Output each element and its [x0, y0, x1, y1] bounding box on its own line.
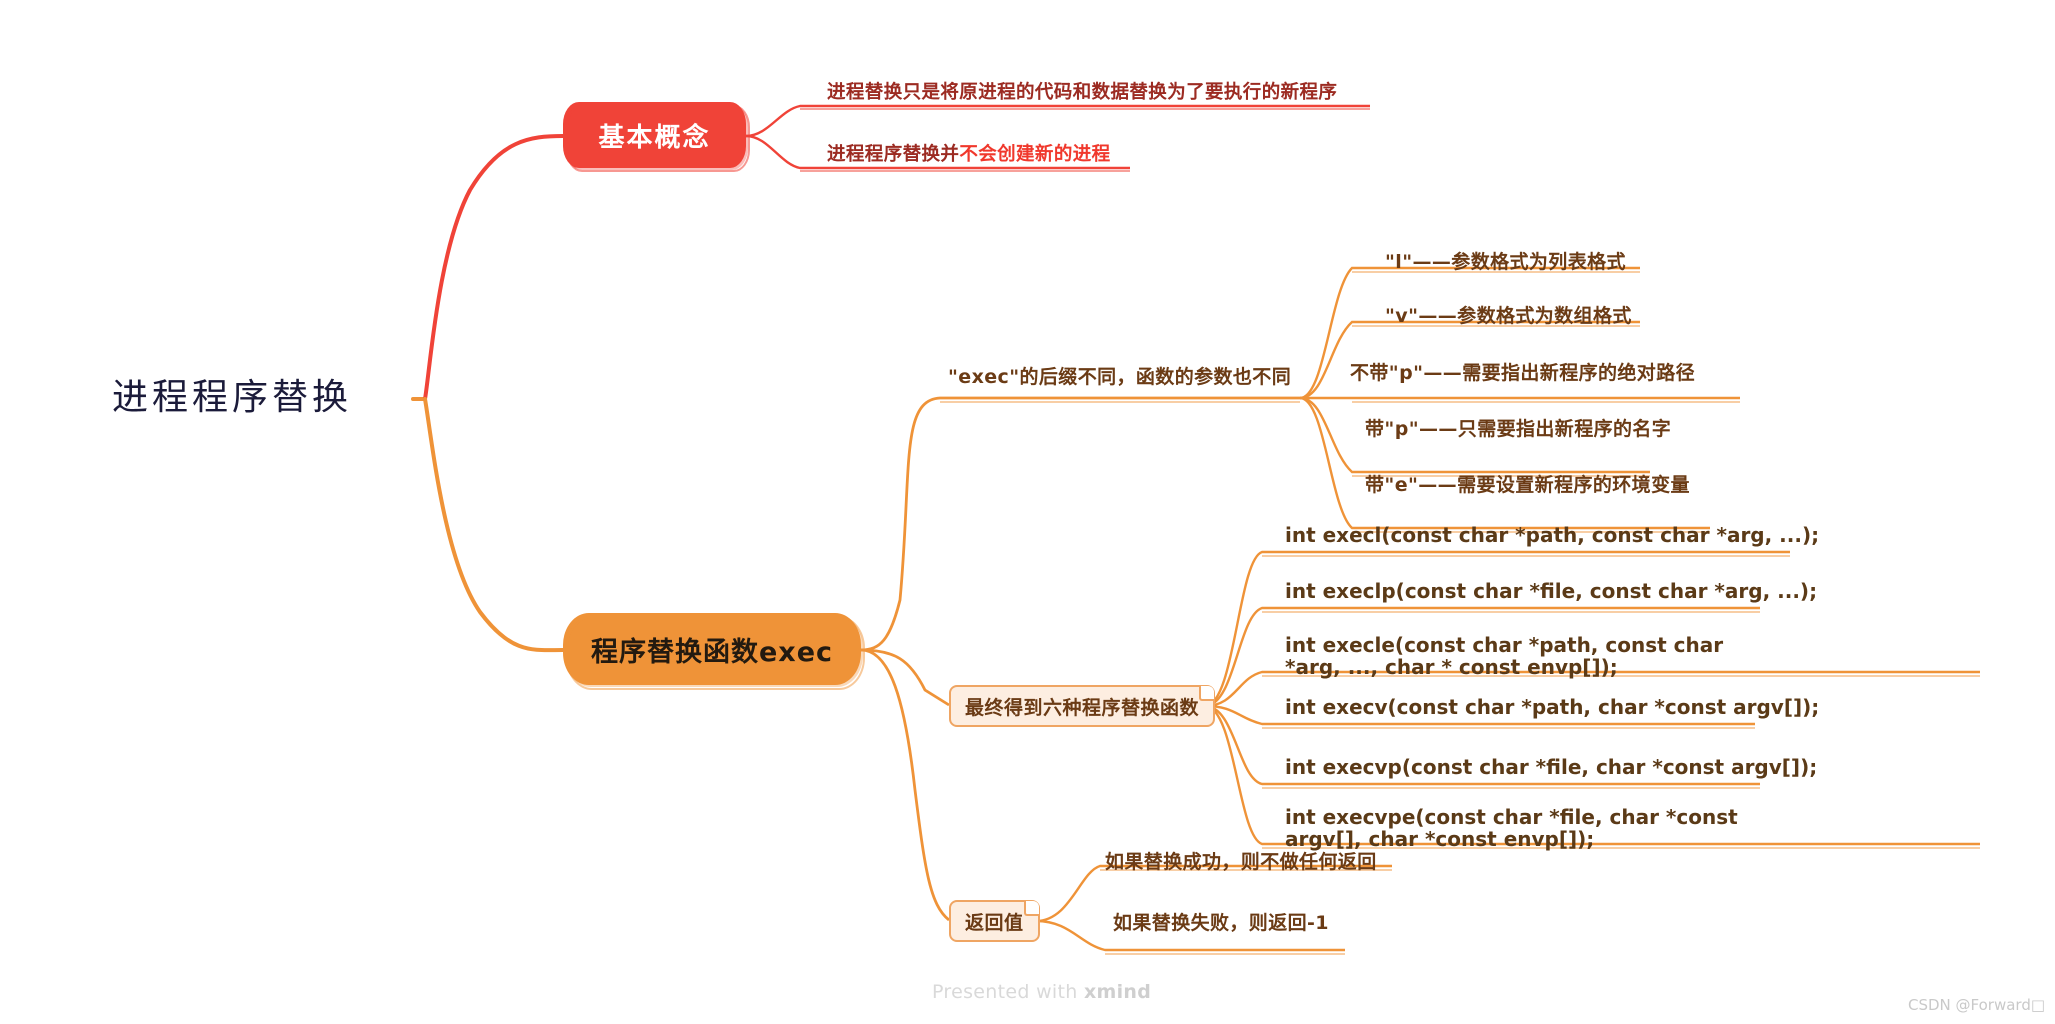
leaf-execvpe[interactable]: int execvpe(const char *file, char *cons… [1285, 805, 1738, 852]
xmind-watermark-name: xmind [1083, 981, 1152, 1003]
leaf-suffix-p[interactable]: 带"p"——只需要指出新程序的名字 [1365, 418, 1672, 440]
leaf-concept-1[interactable]: 进程替换只是将原进程的代码和数据替换为了要执行的新程序 [827, 82, 1338, 103]
leaf-execvp[interactable]: int execvp(const char *file, char *const… [1285, 755, 1818, 779]
topic-basic-concept[interactable]: 基本概念 [563, 102, 750, 172]
tag-return-value-label: 返回值 [965, 911, 1024, 934]
leaf-suffix-v[interactable]: "v"——参数格式为数组格式 [1385, 305, 1632, 327]
tag-return-value[interactable]: 返回值 [949, 900, 1040, 942]
leaf-suffix-rules-label[interactable]: "exec"的后缀不同，函数的参数也不同 [948, 366, 1292, 388]
leaf-suffix-e[interactable]: 带"e"——需要设置新程序的环境变量 [1365, 474, 1690, 496]
csdn-watermark: CSDN @Forward□ [1908, 996, 2046, 1014]
leaf-suffix-l[interactable]: "l"——参数格式为列表格式 [1385, 251, 1626, 273]
leaf-concept-2-prefix: 进程程序替换并 [827, 144, 960, 165]
leaf-return-fail[interactable]: 如果替换失败，则返回-1 [1113, 912, 1329, 934]
topic-basic-concept-label: 基本概念 [598, 122, 711, 153]
leaf-suffix-no-p[interactable]: 不带"p"——需要指出新程序的绝对路径 [1350, 362, 1695, 384]
leaf-execlp[interactable]: int execlp(const char *file, const char … [1285, 579, 1818, 603]
leaf-execle[interactable]: int execle(const char *path, const char … [1285, 633, 1724, 680]
leaf-execl[interactable]: int execl(const char *path, const char *… [1285, 523, 1820, 547]
leaf-execv[interactable]: int execv(const char *path, char *const … [1285, 695, 1820, 719]
leaf-concept-2-highlight: 不会创建新的进程 [959, 144, 1111, 165]
leaf-return-success[interactable]: 如果替换成功，则不做任何返回 [1105, 851, 1377, 873]
root-topic[interactable]: 进程程序替换 [112, 377, 353, 418]
xmind-watermark-prefix: Presented with [932, 981, 1084, 1003]
topic-exec-functions-label: 程序替换函数exec [590, 636, 834, 668]
topic-exec-functions[interactable]: 程序替换函数exec [563, 613, 865, 690]
leaf-concept-2[interactable]: 进程程序替换并不会创建新的进程 [827, 144, 1111, 166]
tag-six-functions[interactable]: 最终得到六种程序替换函数 [949, 685, 1216, 727]
folded-corner-icon [1199, 686, 1215, 701]
tag-six-functions-label: 最终得到六种程序替换函数 [965, 696, 1200, 719]
xmind-watermark: Presented with xmind [932, 981, 1151, 1003]
folded-corner-icon [1023, 901, 1039, 916]
